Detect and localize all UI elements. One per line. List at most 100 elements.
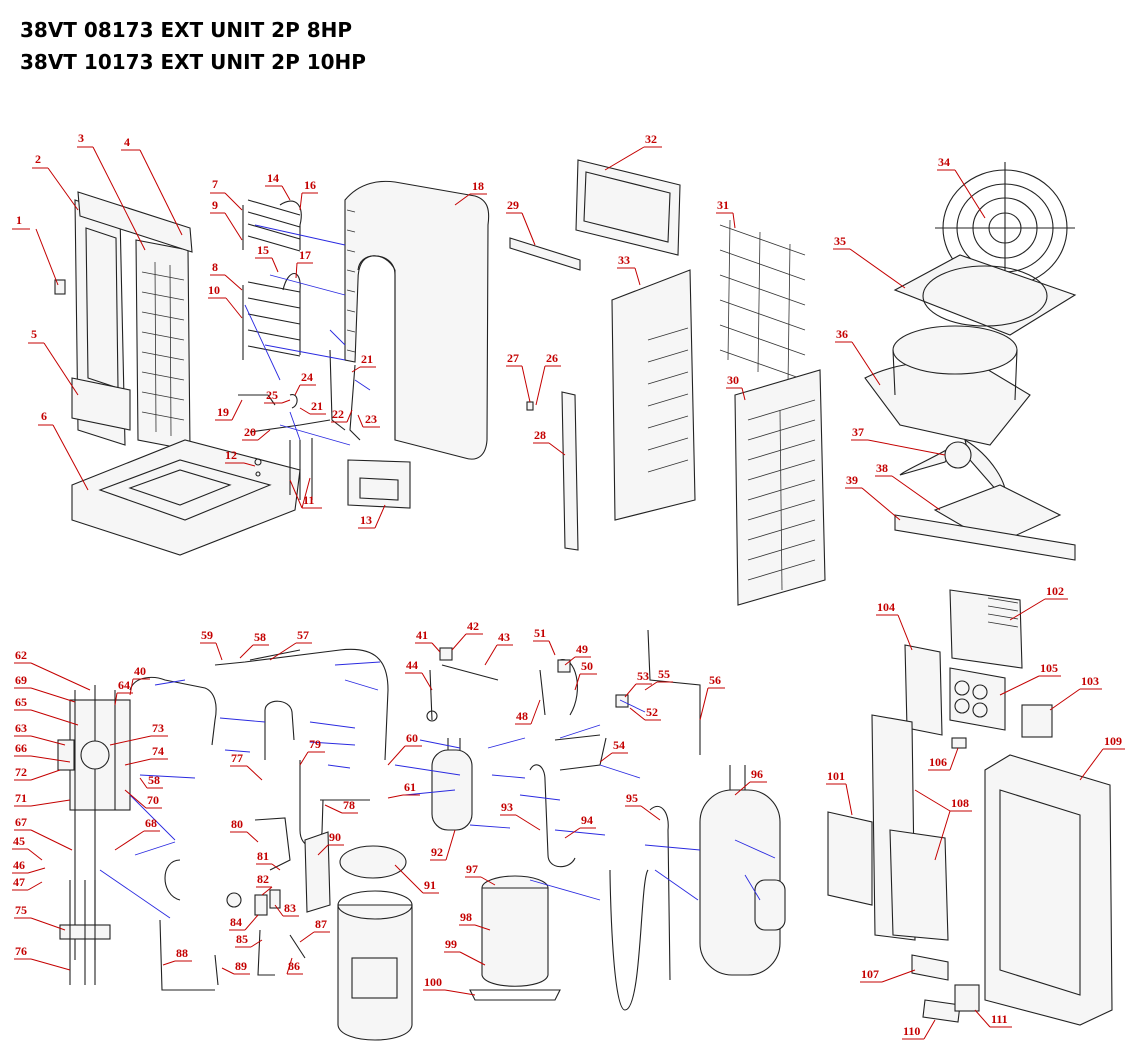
pipe-assembly-center xyxy=(238,349,361,441)
base-pan-part xyxy=(71,439,301,556)
svg-text:74: 74 xyxy=(152,744,164,758)
callout-1: 1 xyxy=(12,213,59,286)
svg-text:84: 84 xyxy=(230,915,242,929)
callout-90: 90 xyxy=(317,830,344,856)
callout-105: 105 xyxy=(999,661,1061,696)
callout-49: 49 xyxy=(564,642,591,666)
svg-text:51: 51 xyxy=(534,626,546,640)
terminal-strip-part xyxy=(911,954,949,981)
svg-text:18: 18 xyxy=(472,179,484,193)
svg-text:86: 86 xyxy=(288,959,300,973)
callout-97: 97 xyxy=(465,862,496,886)
svg-text:97: 97 xyxy=(466,862,478,876)
svg-text:90: 90 xyxy=(329,830,341,844)
top-cover-part xyxy=(575,159,681,256)
callout-34: 34 xyxy=(937,155,986,219)
callout-58a: 58 xyxy=(239,630,269,659)
callout-70: 70 xyxy=(124,789,162,809)
assembly-leader-lines xyxy=(99,224,776,919)
svg-text:6: 6 xyxy=(41,409,47,423)
callout-67: 67 xyxy=(14,815,73,851)
svg-text:38: 38 xyxy=(876,461,888,475)
svg-text:75: 75 xyxy=(15,903,27,917)
fan-motor-blade-part xyxy=(899,438,1007,502)
svg-text:1: 1 xyxy=(16,213,22,227)
svg-text:111: 111 xyxy=(991,1012,1008,1026)
callout-81: 81 xyxy=(256,849,281,871)
svg-text:10: 10 xyxy=(208,283,220,297)
callout-84: 84 xyxy=(229,914,259,931)
svg-text:46: 46 xyxy=(13,858,25,872)
svg-text:91: 91 xyxy=(424,878,436,892)
callout-65: 65 xyxy=(14,695,79,726)
svg-text:72: 72 xyxy=(15,765,27,779)
callout-25: 25 xyxy=(264,388,291,404)
svg-text:26: 26 xyxy=(546,351,558,365)
callout-31: 31 xyxy=(716,198,736,229)
callout-7: 7 xyxy=(210,177,243,211)
fan-guard-part xyxy=(935,162,1075,294)
reactor-part xyxy=(1021,704,1053,738)
callout-27: 27 xyxy=(506,351,531,403)
svg-text:30: 30 xyxy=(727,373,739,387)
distributor-manifold-lower xyxy=(242,272,301,360)
callout-101: 101 xyxy=(826,769,853,816)
svg-text:19: 19 xyxy=(217,405,229,419)
svg-text:108: 108 xyxy=(951,796,969,810)
callout-62: 62 xyxy=(14,648,91,691)
electric-box-frame xyxy=(871,714,949,941)
callout-61: 61 xyxy=(387,780,420,799)
cover-plate-part xyxy=(922,999,961,1023)
svg-text:29: 29 xyxy=(507,198,519,212)
svg-text:56: 56 xyxy=(709,673,721,687)
callout-30: 30 xyxy=(726,373,746,401)
front-grille-panel-part xyxy=(734,369,826,606)
svg-text:37: 37 xyxy=(852,425,864,439)
support-beam-part xyxy=(894,514,1076,561)
callout-92: 92 xyxy=(430,829,456,861)
svg-text:95: 95 xyxy=(626,791,638,805)
callout-56: 56 xyxy=(699,673,725,721)
svg-text:32: 32 xyxy=(645,132,657,146)
svg-text:78: 78 xyxy=(343,798,355,812)
svg-text:14: 14 xyxy=(267,171,279,185)
callout-58b: 58 xyxy=(139,773,163,789)
svg-text:4: 4 xyxy=(124,135,130,149)
svg-text:71: 71 xyxy=(15,791,27,805)
svg-text:88: 88 xyxy=(176,946,188,960)
terminal-block-small xyxy=(951,737,967,749)
svg-text:33: 33 xyxy=(618,253,630,267)
callout-74: 74 xyxy=(124,744,168,766)
svg-text:103: 103 xyxy=(1081,674,1099,688)
svg-text:58: 58 xyxy=(148,773,160,787)
callout-17: 17 xyxy=(295,248,313,279)
callout-2: 2 xyxy=(32,152,79,211)
svg-text:31: 31 xyxy=(717,198,729,212)
svg-text:21: 21 xyxy=(311,399,323,413)
top-rail-part xyxy=(77,191,193,253)
callout-5: 5 xyxy=(28,327,79,396)
callout-3: 3 xyxy=(77,131,146,251)
svg-text:28: 28 xyxy=(534,428,546,442)
svg-text:93: 93 xyxy=(501,800,513,814)
svg-text:101: 101 xyxy=(827,769,845,783)
svg-text:80: 80 xyxy=(231,817,243,831)
svg-text:42: 42 xyxy=(467,619,479,633)
compressor-part xyxy=(469,875,561,1001)
svg-text:8: 8 xyxy=(212,260,218,274)
svg-text:12: 12 xyxy=(225,448,237,462)
callout-106: 106 xyxy=(928,747,959,771)
svg-text:70: 70 xyxy=(147,793,159,807)
callout-22: 22 xyxy=(331,407,353,423)
callout-60: 60 xyxy=(387,731,422,766)
callout-4: 4 xyxy=(121,135,183,236)
callout-10: 10 xyxy=(208,283,243,319)
svg-text:3: 3 xyxy=(78,131,84,145)
callout-35: 35 xyxy=(833,234,906,289)
callout-40: 40 xyxy=(129,664,150,696)
svg-text:100: 100 xyxy=(424,975,442,989)
svg-text:49: 49 xyxy=(576,642,588,656)
svg-text:69: 69 xyxy=(15,673,27,687)
callout-8: 8 xyxy=(210,260,243,291)
